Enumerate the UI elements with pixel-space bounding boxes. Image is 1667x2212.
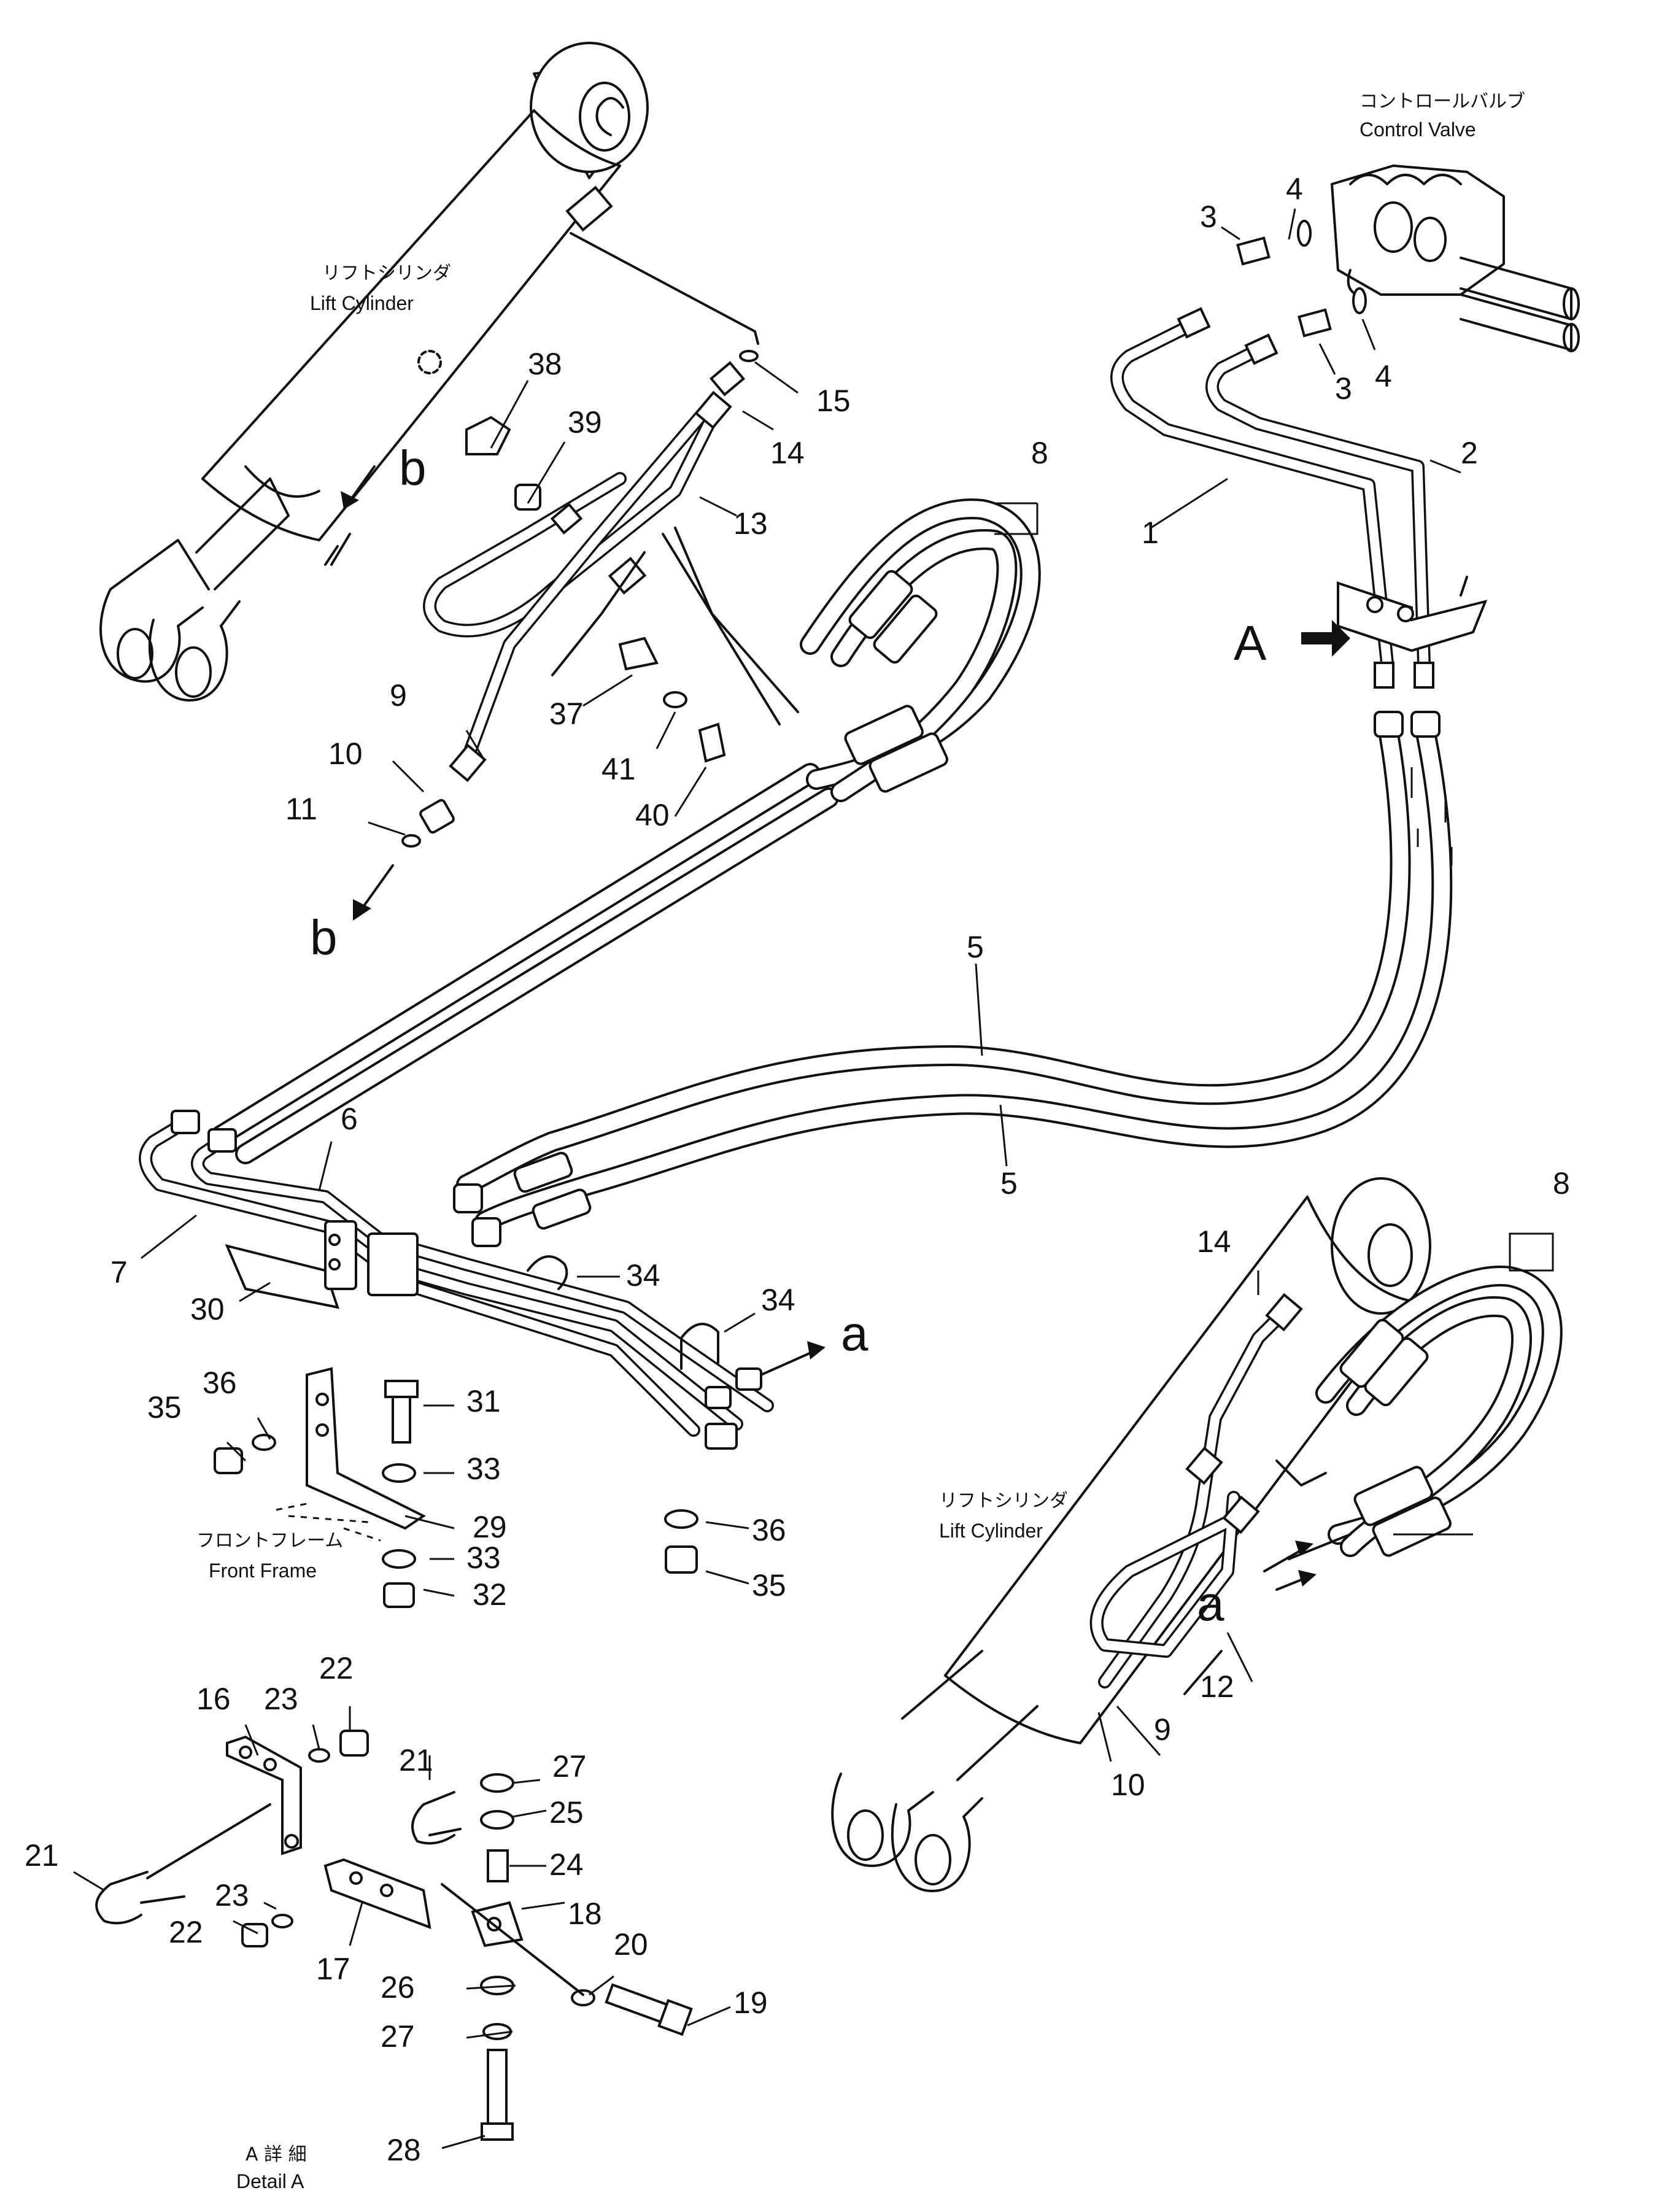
part-number: 23 <box>215 1878 249 1912</box>
part-number: 14 <box>1197 1224 1231 1259</box>
part-number: 33 <box>466 1541 501 1575</box>
part-number: 22 <box>319 1651 354 1685</box>
part-number: 35 <box>147 1390 182 1425</box>
marker-a-right: a <box>841 1306 868 1361</box>
caption-front-frame-jp: フロントフレーム <box>196 1530 343 1552</box>
part-number: 13 <box>733 506 768 541</box>
detail-a-parts <box>95 1730 693 2141</box>
caption-front-frame-en: Front Frame <box>209 1560 317 1582</box>
part-number: 20 <box>614 1927 648 1962</box>
frame-bracket-29 <box>214 1367 698 1608</box>
part-number: 9 <box>390 678 407 713</box>
caption-lift-cylinder-top-jp: リフトシリンダ <box>322 263 451 284</box>
part-number: 37 <box>549 697 584 731</box>
hose-upper-diagonal <box>211 763 839 1164</box>
caption-control-valve-jp: コントロールバルブ <box>1360 91 1525 112</box>
part-number: 1 <box>1142 516 1159 550</box>
part-number: 39 <box>568 405 602 439</box>
pipes-9-12 <box>1089 1293 1352 1695</box>
part-number: 6 <box>341 1102 358 1136</box>
hose-8-top <box>800 498 1041 802</box>
part-number: 4 <box>1375 359 1392 393</box>
caption-control-valve-en: Control Valve <box>1360 118 1476 141</box>
part-number: 36 <box>752 1513 786 1547</box>
part-number: 10 <box>328 737 363 771</box>
part-number: 32 <box>473 1577 507 1612</box>
part-number: 31 <box>466 1384 501 1418</box>
part-number: 7 <box>110 1255 128 1290</box>
part-number: 40 <box>635 798 670 832</box>
block-bracket-30 <box>225 1220 419 1309</box>
part-number: 26 <box>381 1970 415 2005</box>
small-parts-top <box>401 350 759 848</box>
direction-arrows <box>341 465 1317 1591</box>
part-number: 16 <box>196 1682 231 1716</box>
captions: コントロールバルブ Control Valve リフトシリンダ Lift Cyl… <box>196 91 1525 2192</box>
part-number: 25 <box>549 1795 584 1830</box>
part-number: 34 <box>626 1258 660 1293</box>
part-number: 28 <box>387 2133 421 2167</box>
part-number: 5 <box>1000 1166 1018 1201</box>
hose-8-bottom <box>1315 1266 1563 1557</box>
clamps-34 <box>527 1255 719 1370</box>
part-number: 12 <box>1200 1669 1234 1704</box>
part-number: 21 <box>25 1838 59 1873</box>
caption-lift-cylinder-bottom-en: Lift Cylinder <box>939 1520 1043 1542</box>
view-markers: A a a b b <box>310 441 1267 1631</box>
part-number: 10 <box>1111 1768 1145 1802</box>
part-number: 9 <box>1154 1712 1171 1747</box>
caption-detail-jp: A 詳 細 <box>246 2144 307 2165</box>
caption-lift-cylinder-bottom-jp: リフトシリンダ <box>939 1490 1068 1512</box>
marker-a-bottom: a <box>1197 1576 1224 1631</box>
part-number: 3 <box>1200 199 1217 234</box>
part-number: 27 <box>552 1749 587 1784</box>
part-number: 19 <box>733 1986 768 2020</box>
part-number: 35 <box>752 1568 786 1603</box>
lift-cylinder-top <box>99 42 649 702</box>
marker-b-lower: b <box>310 910 338 965</box>
part-number: 21 <box>399 1743 433 1777</box>
part-number: 41 <box>601 752 636 786</box>
part-number: 24 <box>549 1847 584 1882</box>
part-number: 38 <box>528 347 562 381</box>
part-number: 34 <box>761 1283 795 1317</box>
valve-fittings <box>1236 220 1367 338</box>
caption-detail-en: Detail A <box>236 2170 304 2192</box>
part-number: 18 <box>568 1897 602 1931</box>
pipes-6-7 <box>139 1110 774 1450</box>
view-arrow-a <box>1301 620 1350 657</box>
part-number: 14 <box>770 436 805 470</box>
caption-lift-cylinder-top-en: Lift Cylinder <box>310 292 414 314</box>
part-number: 22 <box>169 1915 203 1949</box>
part-number: 4 <box>1286 172 1303 206</box>
part-number: 11 <box>285 792 317 826</box>
part-number: 23 <box>264 1682 298 1716</box>
part-number: 5 <box>967 930 984 964</box>
connection-lines-top <box>324 232 799 725</box>
pipe-1-2 <box>1110 307 1431 670</box>
part-number: 33 <box>466 1452 501 1486</box>
clamp-bracket-a <box>1337 576 1488 689</box>
part-number: 27 <box>381 2019 415 2054</box>
marker-A: A <box>1234 616 1267 670</box>
part-number: 8 <box>1031 436 1048 470</box>
leader-lines <box>73 208 1554 2149</box>
part-number: 29 <box>473 1510 507 1544</box>
part-numbers: 1 2 3 3 4 4 5 5 6 7 8 8 9 9 10 10 11 12 … <box>25 172 1570 2167</box>
part-number: 8 <box>1553 1166 1570 1201</box>
part-number: 36 <box>203 1366 237 1400</box>
part-number: 15 <box>816 384 851 418</box>
part-number: 17 <box>316 1952 350 1986</box>
part-number: 3 <box>1335 371 1352 406</box>
part-number: 30 <box>190 1292 225 1326</box>
pipes-9-13 <box>423 390 732 783</box>
part-number: 2 <box>1461 436 1478 470</box>
hose-5-pair <box>453 711 1453 1247</box>
control-valve <box>1331 164 1580 352</box>
marker-b-upper: b <box>399 441 427 495</box>
